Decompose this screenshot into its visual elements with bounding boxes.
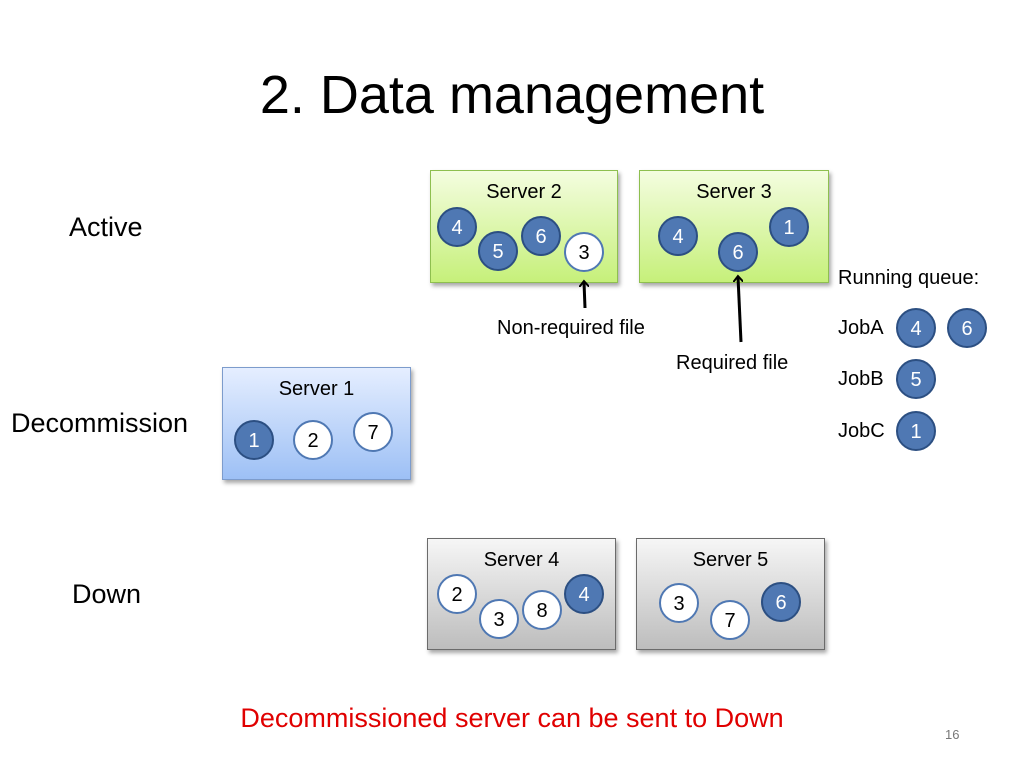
server-2-box: Server 2 4 6 5 3	[430, 170, 618, 283]
file-circle-non-required: 7	[710, 600, 750, 640]
job-b-label: JobB	[838, 368, 884, 390]
server-3-box: Server 3 4 1 6	[639, 170, 829, 283]
job-c-file: 1	[896, 411, 936, 451]
job-a-file: 4	[896, 308, 936, 348]
server-5-title: Server 5	[692, 549, 769, 571]
file-circle-required: 4	[437, 207, 477, 247]
file-circle-non-required: 3	[659, 583, 699, 623]
file-circle-non-required: 7	[353, 412, 393, 452]
server-2-title: Server 2	[486, 181, 562, 203]
file-circle-non-required: 8	[522, 590, 562, 630]
server-4-box: Server 4 2 4 8 3	[427, 538, 616, 650]
job-c-label: JobC	[838, 420, 885, 442]
server-3-title: Server 3	[696, 181, 772, 203]
page-title: 2. Data management	[259, 65, 765, 125]
row-label-decommission: Decommission	[11, 408, 189, 438]
page-number: 16	[945, 727, 960, 742]
file-circle-non-required: 3	[564, 232, 604, 272]
running-queue-title: Running queue:	[838, 267, 980, 289]
file-circle-required: 5	[478, 231, 518, 271]
file-circle-non-required: 2	[437, 574, 477, 614]
server-4-title: Server 4	[483, 549, 560, 571]
file-circle-required: 4	[658, 216, 698, 256]
required-arrow	[738, 277, 741, 343]
file-circle-required: 6	[718, 232, 758, 272]
file-circle-non-required: 3	[479, 599, 519, 639]
file-circle-required: 6	[761, 582, 801, 622]
footer-note: Decommissioned server can be sent to Dow…	[240, 703, 784, 733]
server-1-title: Server 1	[278, 378, 355, 400]
server-1-box: Server 1 1 2 7	[222, 367, 411, 480]
job-b-file: 5	[896, 359, 936, 399]
job-a-label: JobA	[838, 317, 884, 339]
file-circle-required: 4	[564, 574, 604, 614]
non-required-file-label: Non-required file	[497, 317, 645, 339]
required-file-label: Required file	[676, 352, 789, 374]
file-circle-required: 1	[234, 420, 274, 460]
non-required-arrow	[584, 282, 585, 309]
row-label-down: Down	[72, 579, 142, 609]
file-circle-required: 6	[521, 216, 561, 256]
server-5-box: Server 5 3 6 7	[636, 538, 825, 650]
file-circle-required: 1	[769, 207, 809, 247]
row-label-active: Active	[69, 212, 143, 242]
job-a-file: 6	[947, 308, 987, 348]
file-circle-non-required: 2	[293, 420, 333, 460]
